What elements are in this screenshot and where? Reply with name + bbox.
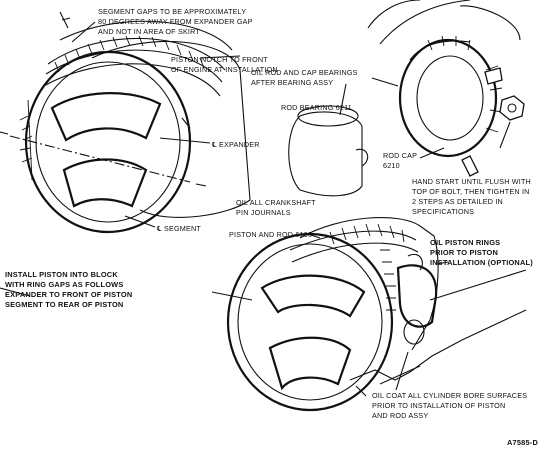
rod-bearing-label: ROD BEARING 6211 xyxy=(281,103,352,112)
segment-gaps-label: SEGMENT GAPS TO BE APPROXIMATELY 80 DEGR… xyxy=(98,7,255,36)
left-piston-illustration xyxy=(0,20,251,234)
oil-coat-label: OIL COAT ALL CYLINDER BORE SURFACES PRIO… xyxy=(372,391,529,420)
rod-nut xyxy=(499,95,525,121)
install-piston-label: INSTALL PISTON INTO BLOCK WITH RING GAPS… xyxy=(5,270,135,309)
hand-start-label: HAND START UNTIL FLUSH WITH TOP OF BOLT,… xyxy=(412,177,533,216)
bearing-shell-illustration xyxy=(288,105,369,197)
rod-bearing-leader xyxy=(339,83,347,116)
piston-notch-label: PISTON NOTCH TO FRONT OF ENGINE AT INSTA… xyxy=(171,55,278,74)
connecting-rod-illustration xyxy=(367,0,525,177)
oil-rod-cap-label: OIL ROD AND CAP BEARINGS AFTER BEARING A… xyxy=(251,68,360,87)
rod-cap-ribs xyxy=(427,35,503,133)
piston-rod-label: PISTON AND ROD 6100 xyxy=(229,230,312,239)
bottom-ring-hatching xyxy=(329,223,405,311)
bottom-leader-lines xyxy=(307,233,449,391)
right-top-leader-lines xyxy=(371,77,511,159)
oil-crankshaft-label: OIL ALL CRANKSHAFT PIN JOURNALS xyxy=(236,198,318,217)
oil-piston-rings-label: OIL PISTON RINGS PRIOR TO PISTON INSTALL… xyxy=(430,238,533,267)
expander-label: ℄ EXPANDER xyxy=(212,140,260,149)
segment-label: ℄ SEGMENT xyxy=(157,224,201,233)
rod-cap-label: ROD CAP 6210 xyxy=(383,151,419,170)
left-leader-lines xyxy=(0,11,241,297)
left-side-marks xyxy=(19,99,33,181)
ring-band-hatching xyxy=(54,35,205,73)
bottom-piston-illustration xyxy=(211,217,527,412)
figure-id-label: A7585-D xyxy=(507,438,538,447)
